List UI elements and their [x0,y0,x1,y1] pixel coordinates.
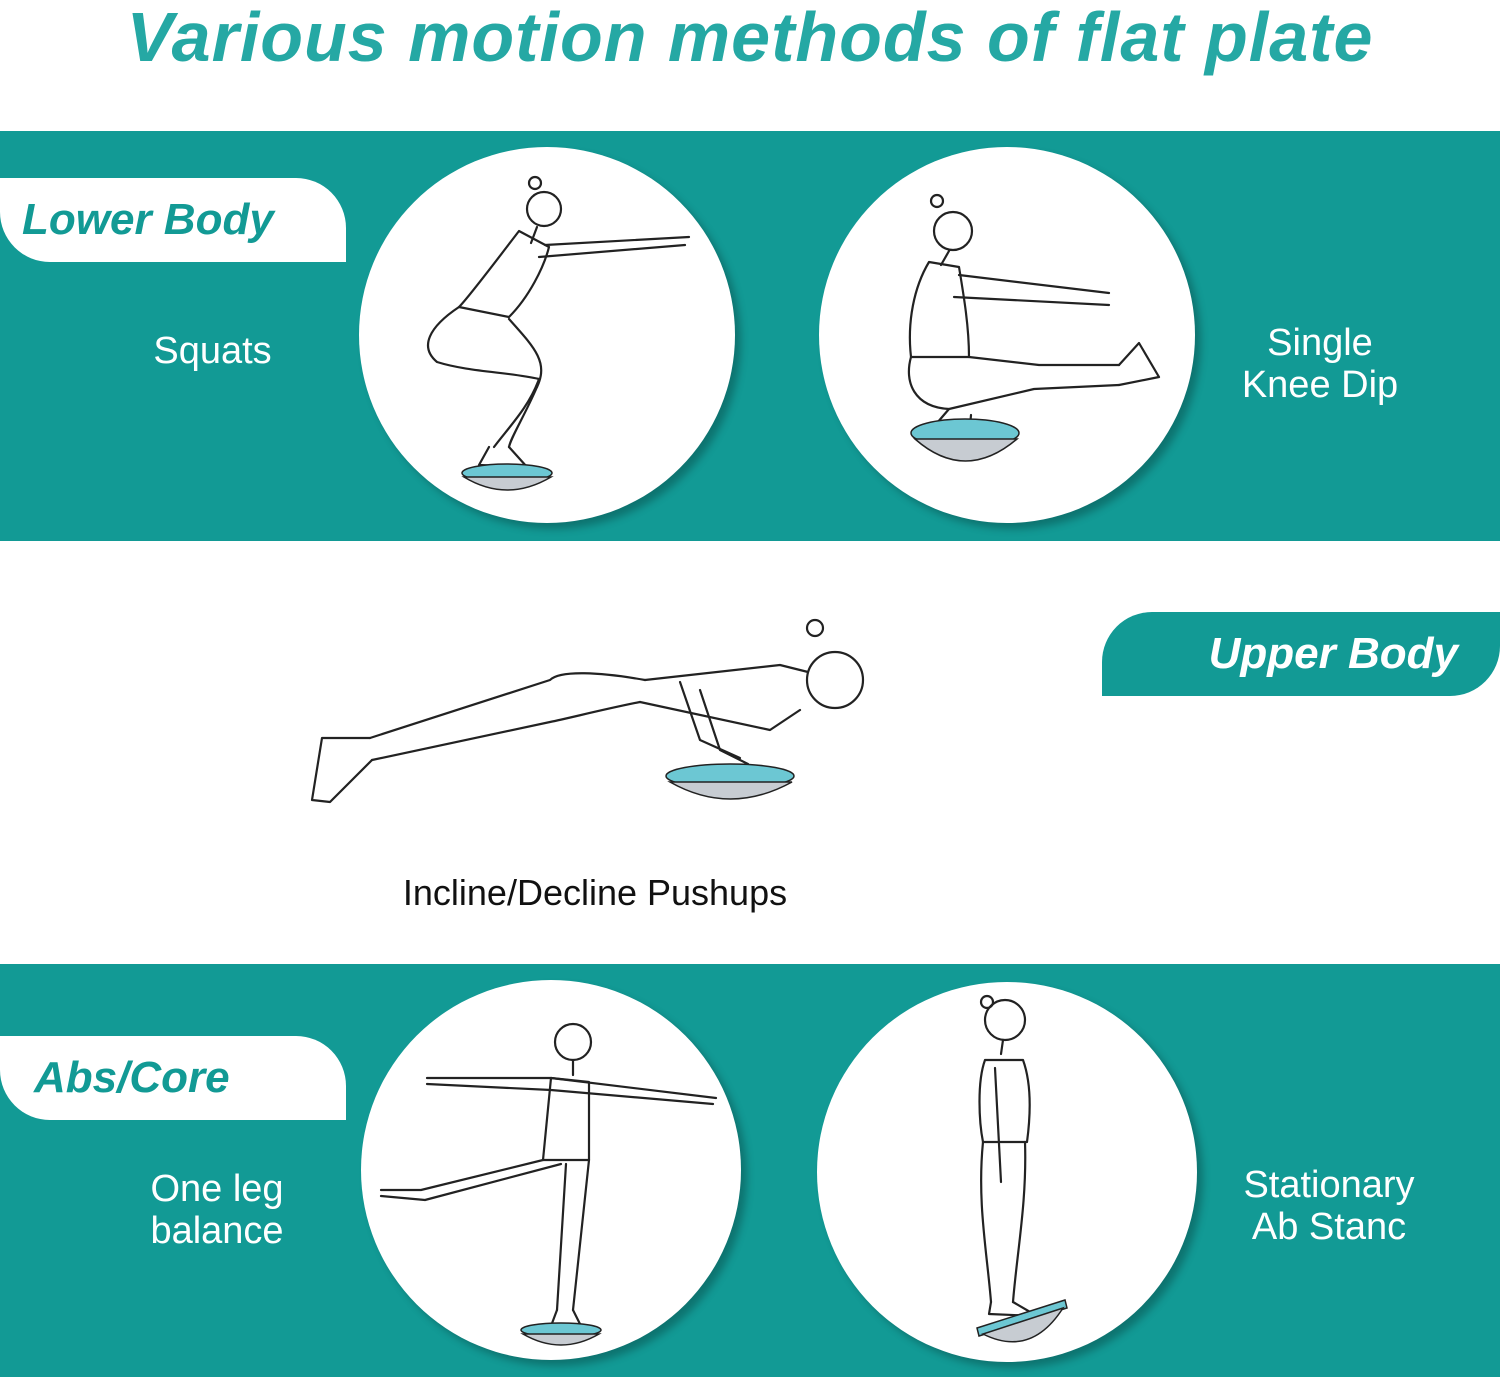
single-knee-dip-label: Single Knee Dip [1215,322,1425,406]
squats-illustration [359,147,735,523]
single-knee-dip-label-line1: Single [1267,322,1373,364]
pushups-label: Incline/Decline Pushups [402,872,788,913]
one-leg-balance-illustration [361,980,741,1360]
stationary-ab-stance-label: Stationary Ab Stanc [1224,1164,1434,1248]
stationary-ab-stance-label-line1: Stationary [1243,1164,1415,1206]
page-title: Various motion methods of flat plate [126,0,1374,76]
single-knee-dip-label-line2: Knee Dip [1241,364,1399,406]
stationary-ab-stance-label-line2: Ab Stanc [1251,1206,1407,1248]
one-leg-balance-label-line1: One leg [150,1168,284,1210]
abs-core-band [0,964,1500,1377]
pushups-illustration [300,610,880,820]
one-leg-balance-label: One leg balance [112,1168,322,1252]
squats-label: Squats [153,330,272,372]
stationary-ab-stance-illustration [817,982,1197,1362]
one-leg-balance-label-line2: balance [150,1210,284,1252]
upper-body-tag: Upper Body [1102,612,1500,696]
single-knee-dip-illustration [819,147,1195,523]
lower-body-tag: Lower Body [0,178,346,262]
abs-core-tag: Abs/Core [0,1036,346,1120]
